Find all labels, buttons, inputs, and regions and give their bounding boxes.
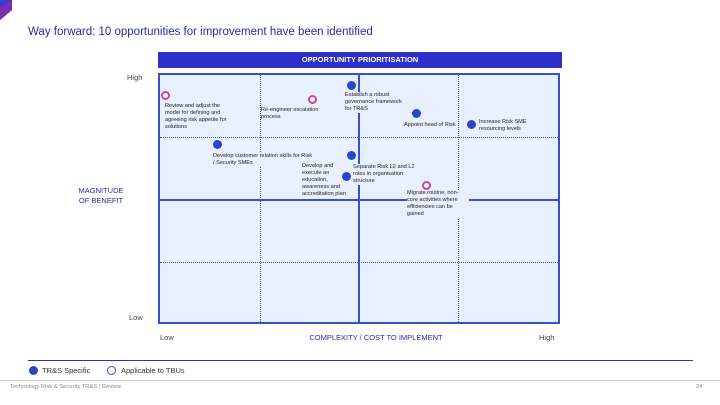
- opportunity-marker-trs: [467, 120, 476, 129]
- opportunity-label: Establish a robust governance framework …: [345, 92, 407, 113]
- y-axis-low: Low: [129, 313, 143, 322]
- opportunity-label: Appoint head of Risk: [404, 122, 458, 129]
- legend-tbu-icon: [107, 366, 116, 375]
- x-axis-label: COMPLEXITY / COST TO IMPLEMENT: [309, 333, 443, 342]
- divider: [28, 360, 693, 361]
- brand-logo-icon: [0, 0, 12, 20]
- grid-line: [160, 262, 558, 263]
- opportunity-marker-trs: [412, 109, 421, 118]
- legend-trs-label: TR&S Specific: [42, 366, 91, 375]
- legend-tbu-label: Applicable to TBUs: [121, 366, 185, 375]
- x-axis-high: High: [539, 333, 555, 342]
- y-axis-high: High: [127, 73, 143, 82]
- opportunity-label: Migrate routine, non-core activities whe…: [407, 190, 469, 218]
- y-axis-label-line1: MAGNITUDE: [78, 186, 124, 195]
- opportunity-marker-trs: [347, 151, 356, 160]
- grid-line: [160, 137, 558, 138]
- page-number: 24: [696, 384, 703, 390]
- grid-line: [260, 75, 261, 322]
- grid-axis-horizontal: [160, 199, 558, 201]
- chart-banner: OPPORTUNITY PRIORITISATION: [158, 52, 562, 68]
- opportunity-marker-trs: [347, 81, 356, 90]
- opportunity-marker-trs: [213, 140, 222, 149]
- opportunity-marker-trs: [342, 172, 351, 181]
- y-axis-label: MAGNITUDE OF BENEFIT: [70, 186, 132, 206]
- grid-axis-vertical: [358, 75, 360, 322]
- priority-matrix: Review and adjust the model for defining…: [158, 73, 560, 324]
- x-axis-low: Low: [160, 333, 174, 342]
- opportunity-label: Develop customer relation skills for Ris…: [213, 153, 313, 167]
- opportunity-marker-tbu: [422, 181, 431, 190]
- opportunity-label: Separate Risk L2 and L2 roles in organis…: [353, 164, 421, 185]
- opportunity-marker-tbu: [308, 95, 317, 104]
- slide-title: Way forward: 10 opportunities for improv…: [28, 26, 373, 38]
- footer-text: Technology Risk & Security TR&S | Review: [10, 384, 121, 390]
- footer-divider: [0, 380, 720, 381]
- opportunity-label: Increase Risk SME resourcing levels: [479, 119, 539, 133]
- opportunity-label: Re-engineer escalation process: [261, 107, 337, 121]
- opportunity-label: Review and adjust the model for defining…: [165, 103, 233, 131]
- y-axis-label-line2: OF BENEFIT: [78, 196, 124, 205]
- legend-trs-icon: [29, 366, 38, 375]
- opportunity-marker-tbu: [161, 91, 170, 100]
